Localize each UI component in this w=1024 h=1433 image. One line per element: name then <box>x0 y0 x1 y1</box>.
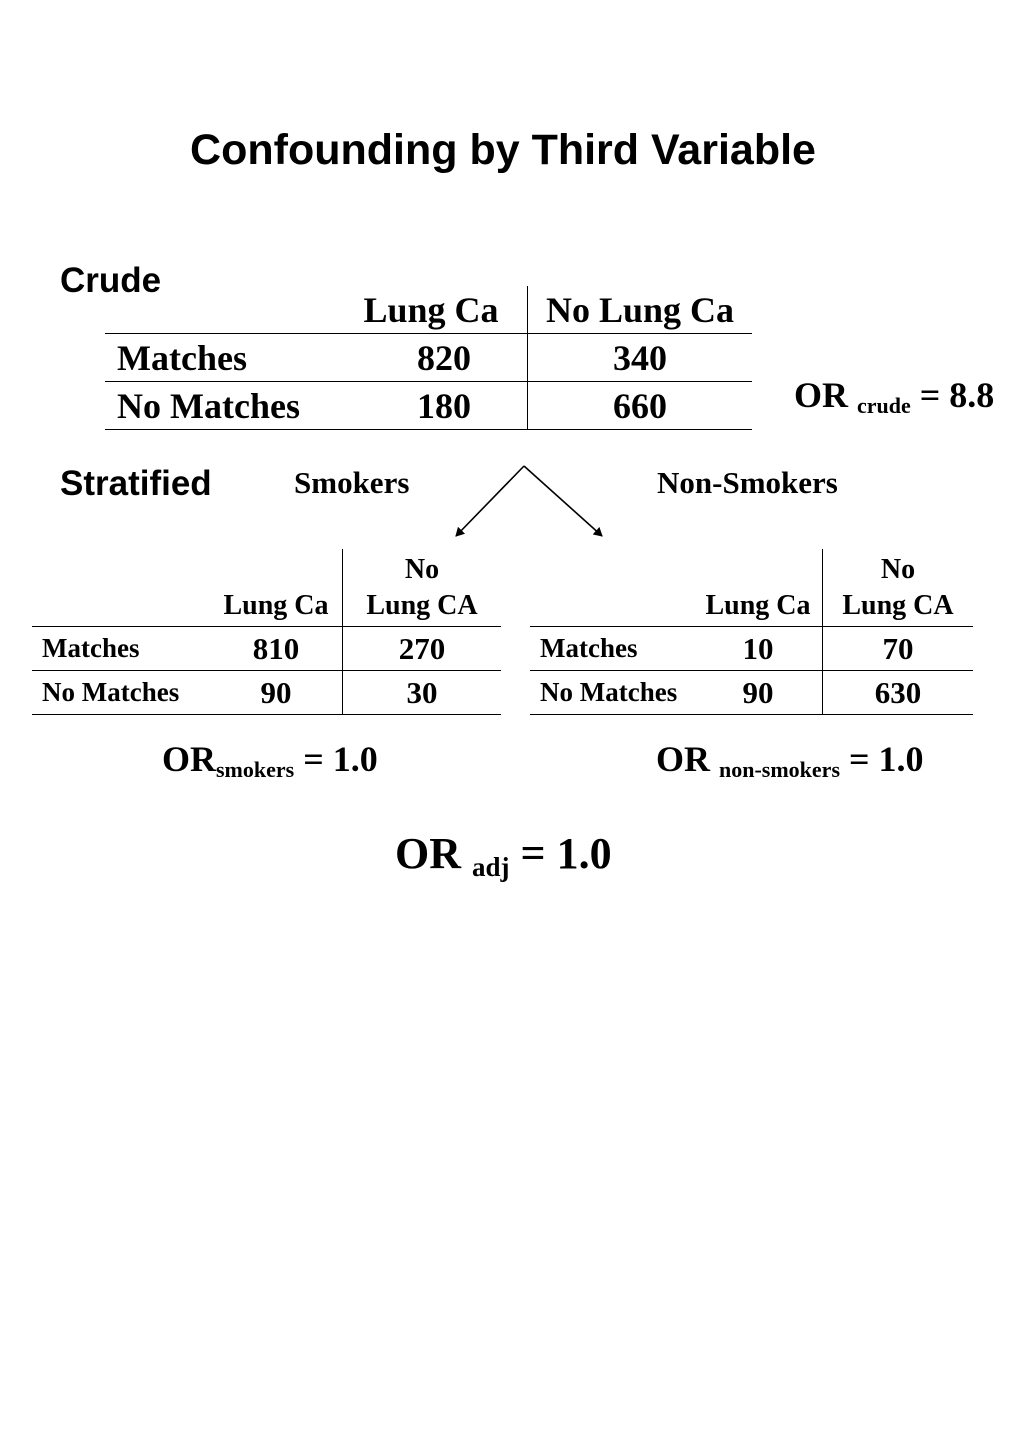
crude-col-lung-ca: Lung Ca <box>363 289 499 330</box>
smokers-cell: 90 <box>210 670 343 715</box>
crude-header-row: Lung Ca No Lung Ca <box>105 286 752 334</box>
table-row: No Matches 90 30 <box>32 670 501 715</box>
crude-col-no-lung-ca: No Lung Ca <box>527 286 752 334</box>
smokers-row-label: No Matches <box>32 670 210 715</box>
crude-cell: 180 <box>335 381 528 430</box>
crude-cell: 660 <box>527 381 752 430</box>
smokers-col-lung-ca: Lung Ca <box>223 590 329 621</box>
or-non-smokers: OR non-smokers = 1.0 <box>656 739 924 782</box>
non-smokers-cell: 70 <box>822 626 973 671</box>
section-label-stratified: Stratified <box>60 464 212 503</box>
table-row: Matches 810 270 <box>32 626 501 671</box>
crude-table: Lung Ca No Lung Ca Matches 820 340 No Ma… <box>105 286 752 430</box>
table-row: Matches 820 340 <box>105 333 752 382</box>
crude-row-label: Matches <box>105 333 335 382</box>
section-label-crude: Crude <box>60 261 162 300</box>
non-smokers-cell: 90 <box>694 670 823 715</box>
or-crude: OR crude = 8.8 <box>794 375 995 418</box>
page-title: Confounding by Third Variable <box>190 126 816 174</box>
smokers-header-row: Lung Ca No Lung CA <box>32 549 501 627</box>
smokers-cell: 270 <box>342 626 501 671</box>
smokers-cell: 810 <box>210 626 343 671</box>
non-smokers-cell: 10 <box>694 626 823 671</box>
split-arrows <box>455 465 603 537</box>
smokers-col-no-lung-ca: No Lung CA <box>342 549 501 627</box>
crude-cell: 340 <box>527 333 752 382</box>
non-smokers-table: Lung Ca No Lung CA Matches 10 70 No Matc… <box>530 549 973 715</box>
arrow-to-smokers <box>455 465 525 537</box>
non-smokers-row-label: No Matches <box>530 670 694 715</box>
or-adjusted: OR adj = 1.0 <box>395 829 612 882</box>
table-row: No Matches 180 660 <box>105 381 752 430</box>
crude-cell: 820 <box>335 333 528 382</box>
non-smokers-col-lung-ca: Lung Ca <box>705 590 811 621</box>
table-row: No Matches 90 630 <box>530 670 973 715</box>
smokers-table: Lung Ca No Lung CA Matches 810 270 No Ma… <box>32 549 501 715</box>
non-smokers-cell: 630 <box>822 670 973 715</box>
non-smokers-col-no-lung-ca: No Lung CA <box>822 549 973 627</box>
smokers-row-label: Matches <box>32 626 210 671</box>
non-smokers-label: Non-Smokers <box>657 465 838 500</box>
arrow-to-non-smokers <box>523 465 603 537</box>
smokers-label: Smokers <box>294 465 410 500</box>
crude-row-label: No Matches <box>105 381 335 430</box>
smokers-cell: 30 <box>342 670 501 715</box>
non-smokers-header-row: Lung Ca No Lung CA <box>530 549 973 627</box>
non-smokers-row-label: Matches <box>530 626 694 671</box>
table-row: Matches 10 70 <box>530 626 973 671</box>
or-smokers: ORsmokers = 1.0 <box>162 739 378 782</box>
